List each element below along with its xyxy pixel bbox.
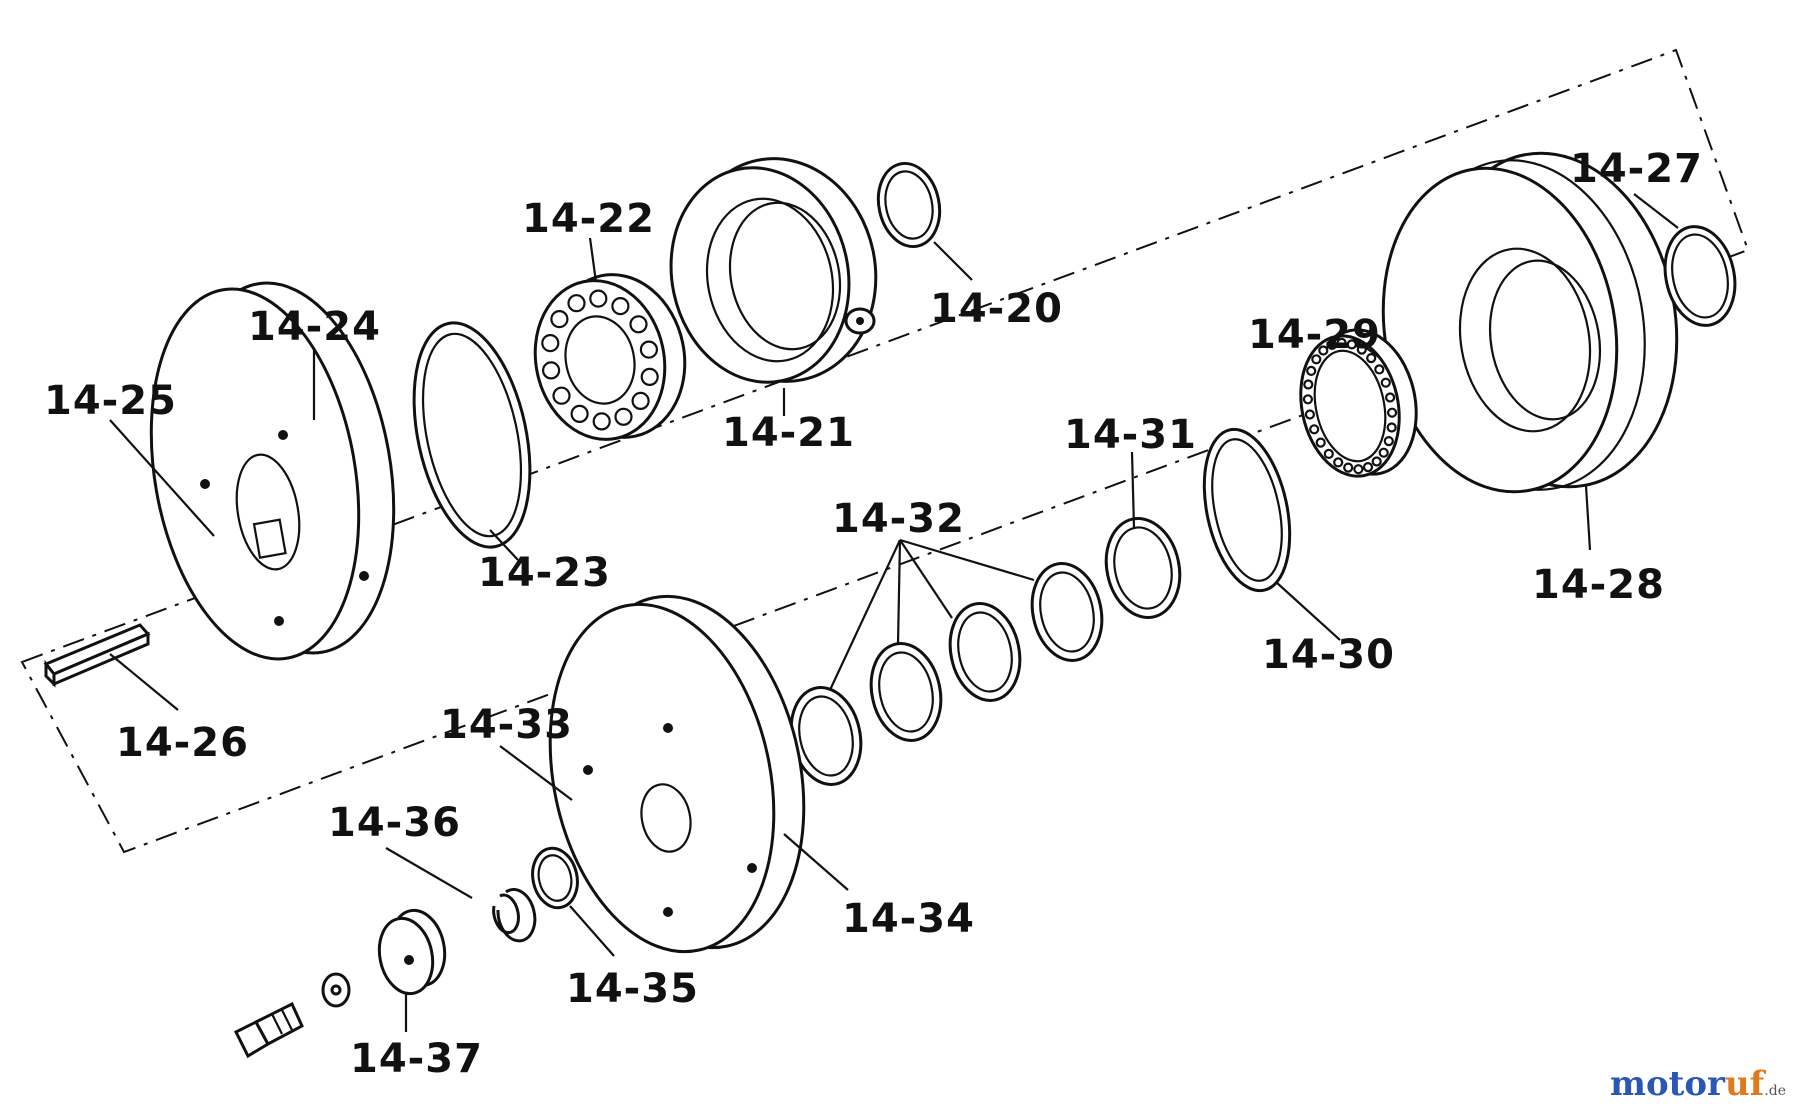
part-ring-35 — [531, 846, 579, 910]
bearing-ball — [1343, 462, 1354, 473]
assembly-boundary — [20, 48, 1750, 854]
bearing-ball — [1303, 379, 1314, 390]
label-14-37: 14-37 — [350, 1036, 483, 1082]
part-wheel-28 — [1381, 151, 1679, 494]
label-14-27: 14-27 — [1570, 146, 1703, 192]
bearing-ball — [552, 386, 571, 405]
bearing-ball — [1323, 448, 1334, 459]
bearing-ball — [541, 334, 560, 353]
part-cap-37 — [377, 908, 447, 996]
bearing-ball — [589, 289, 608, 308]
label-14-25: 14-25 — [44, 378, 177, 424]
part-washer-bolt — [233, 972, 351, 1059]
label-14-34: 14-34 — [842, 896, 975, 942]
bearing-ball — [1326, 339, 1338, 350]
part-ring-20 — [876, 161, 942, 249]
label-14-29: 14-29 — [1248, 312, 1381, 358]
watermark-suffix: .de — [1764, 1083, 1786, 1099]
bearing-ball — [1315, 437, 1326, 448]
bearing-ball — [639, 340, 659, 359]
part-bearing-22 — [533, 273, 687, 441]
part-ring-30 — [1202, 427, 1292, 593]
label-14-31: 14-31 — [1064, 412, 1197, 458]
bearing-ball — [1378, 447, 1389, 458]
bearing-ball — [1386, 407, 1398, 418]
bearing-ball — [1309, 424, 1320, 435]
part-flange-left — [149, 281, 396, 661]
bearing-ball — [1318, 345, 1329, 356]
bearing-ball — [1374, 364, 1385, 375]
bearing-ball — [1304, 409, 1316, 420]
part-snap-ring-36 — [492, 887, 537, 943]
bearing-ball — [640, 367, 659, 386]
bearing-ball — [629, 315, 648, 334]
bearing-ball — [1336, 337, 1347, 348]
bearing-ball — [614, 407, 633, 426]
part-oring-23 — [412, 321, 532, 549]
bearing-ball — [1362, 462, 1374, 473]
leader-lines — [109, 193, 1679, 1032]
label-14-36: 14-36 — [328, 800, 461, 846]
bearing-ball — [1353, 464, 1364, 475]
label-14-28: 14-28 — [1532, 562, 1665, 608]
bearing-ball — [541, 361, 561, 380]
label-14-32: 14-32 — [832, 496, 965, 542]
bearing-ball — [1386, 422, 1397, 433]
part-ring-27 — [1663, 225, 1737, 327]
part-key — [43, 623, 151, 688]
bearing-ball — [1383, 436, 1394, 447]
bearing-ball — [1333, 457, 1344, 468]
bearing-ball — [611, 297, 630, 316]
bearing-ball — [1302, 394, 1314, 405]
label-14-23: 14-23 — [478, 550, 611, 596]
bearing-ball — [1384, 392, 1396, 403]
bearing-ball — [550, 310, 569, 329]
bearing-ball — [1306, 365, 1317, 376]
part-housing-21 — [669, 157, 878, 384]
bearing-ball — [1366, 353, 1377, 364]
watermark-text-a: motor — [1609, 1064, 1725, 1104]
label-14-30: 14-30 — [1262, 632, 1395, 678]
bearing-ball — [631, 391, 650, 410]
label-14-20: 14-20 — [930, 286, 1063, 332]
watermark-text-b: uf — [1724, 1064, 1765, 1104]
bearing-ball — [567, 294, 586, 313]
label-14-22: 14-22 — [522, 196, 655, 242]
label-14-24: 14-24 — [248, 304, 381, 350]
label-14-35: 14-35 — [566, 966, 699, 1012]
label-14-21: 14-21 — [722, 410, 855, 456]
bearing-ball — [1311, 354, 1322, 365]
bearing-ball — [1380, 377, 1391, 388]
label-14-33: 14-33 — [440, 702, 573, 748]
label-14-26: 14-26 — [116, 720, 249, 766]
part-shims-32 — [789, 562, 1104, 786]
part-ring-31 — [1104, 517, 1182, 619]
part-flange-lower — [548, 594, 806, 954]
bearing-ball — [592, 412, 611, 431]
bearing-ball — [570, 404, 589, 423]
brand-watermark: motoruf.de — [1610, 1064, 1786, 1104]
bearing-ball — [1346, 339, 1357, 350]
bearing-ball — [1371, 456, 1382, 467]
part-needle-bearing-29 — [1299, 328, 1418, 478]
